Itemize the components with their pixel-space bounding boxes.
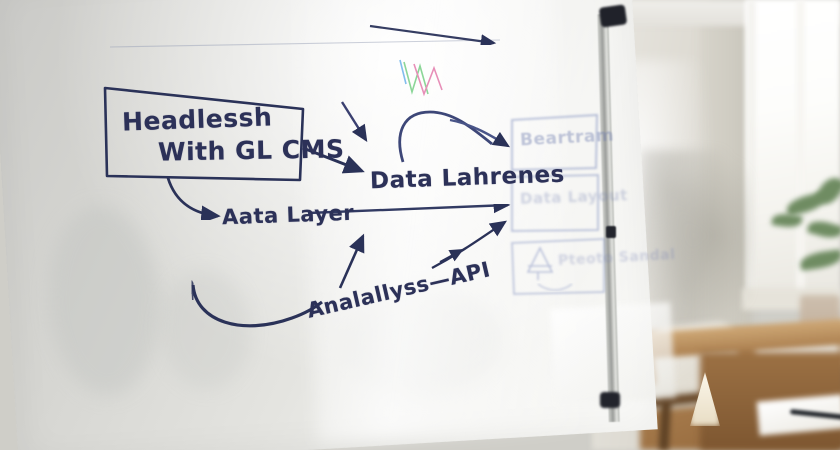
box-right-box-1-outline (511, 114, 598, 171)
box-right-box-2-label: Data Layout (519, 186, 629, 208)
connector-sweep-to-api (191, 284, 323, 328)
window (745, 0, 840, 300)
connector-arc-to-box1 (449, 118, 511, 148)
connector-sweep-to-api-head (186, 280, 200, 301)
whiteboard-clip-middle (606, 226, 616, 238)
whiteboard-clip-bottom (600, 392, 620, 408)
box-right-box-3-underline (537, 283, 573, 291)
box-headless-cms-label-line2: With GL CMS (157, 134, 345, 167)
connector-top-long-line-arrow (369, 24, 497, 49)
box-headless-cms-outline (103, 86, 305, 182)
color-zigzag-mark (399, 59, 443, 97)
label-aata-layer: Aata Layer (221, 200, 355, 230)
connector-aata-to-box2 (307, 197, 511, 215)
connector-api-to-box2 (431, 220, 507, 270)
window-mullion (796, 0, 805, 300)
connector-api-up-tick (439, 249, 464, 263)
connector-top-diagonal (340, 101, 368, 143)
connector-cms-to-data (302, 146, 365, 174)
connector-arc-into-data-stroke (398, 110, 493, 163)
connector-top-long-line (109, 39, 501, 48)
box-headless-cms-label-line1: Headlessh (121, 102, 273, 137)
box-right-box-2-outline (511, 174, 599, 232)
triangle-sketch-icon (526, 246, 554, 280)
window-frame (748, 0, 755, 300)
box-right-box-3-outline (511, 238, 605, 295)
connector-cms-to-aata (166, 177, 221, 224)
connector-api-to-data (338, 233, 365, 289)
